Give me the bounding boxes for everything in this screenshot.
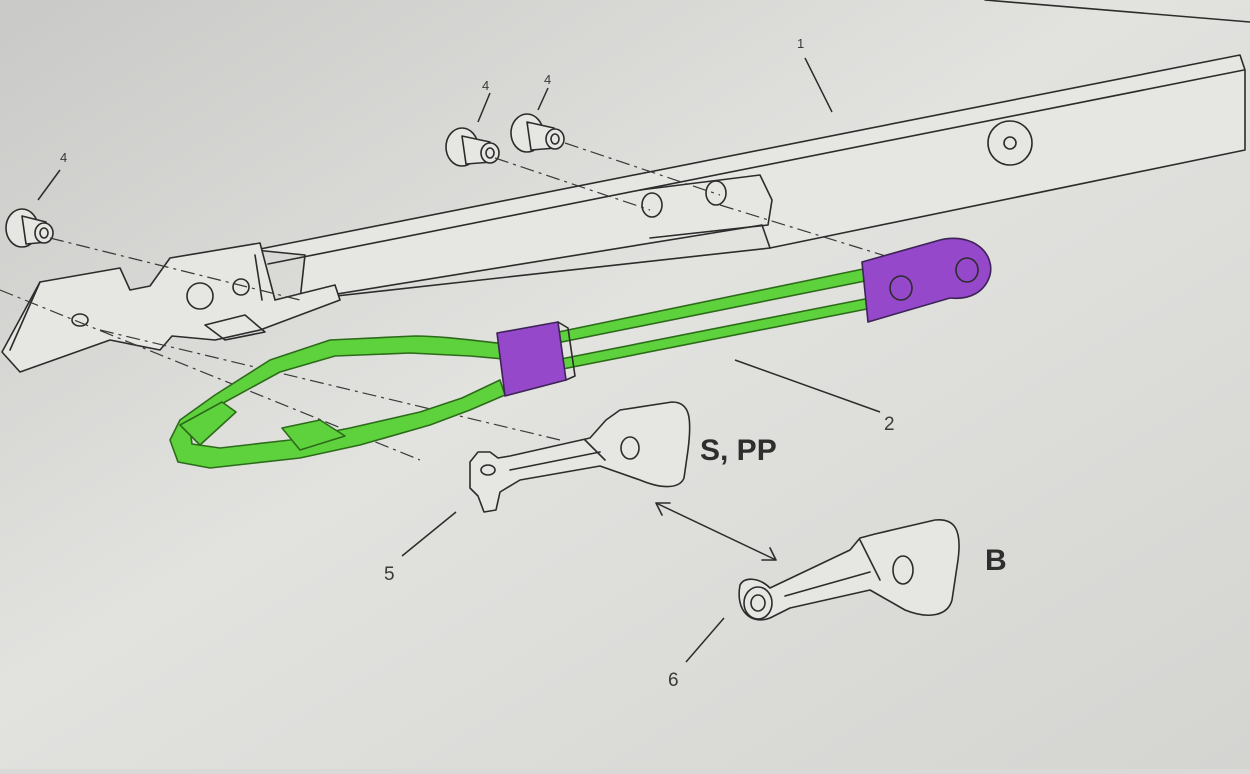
callout-screw-middle: 4: [482, 78, 489, 93]
screw-left: [5, 208, 54, 248]
screw-middle: [445, 127, 500, 167]
alignment-lines: [0, 142, 906, 461]
leader-lines: [37, 57, 881, 663]
callout-screw-right: 4: [544, 72, 551, 87]
callout-link: 2: [884, 414, 895, 435]
callout-lever-b: 6: [668, 670, 679, 691]
screw-right: [510, 113, 565, 153]
lever-b: [738, 519, 960, 621]
link-part-highlighted: [169, 237, 992, 469]
callout-rail: 1: [797, 36, 804, 51]
lever-s-pp: [469, 401, 691, 513]
sheet-edge-line: [984, 0, 1250, 23]
callout-screw-left: 4: [60, 150, 67, 165]
callout-lever-s: 5: [384, 564, 395, 585]
rail-part: [1, 54, 1246, 373]
variant-label-b: B: [985, 544, 1007, 577]
variant-label-s-pp: S, PP: [700, 434, 777, 467]
interchange-arrow: [655, 502, 777, 561]
